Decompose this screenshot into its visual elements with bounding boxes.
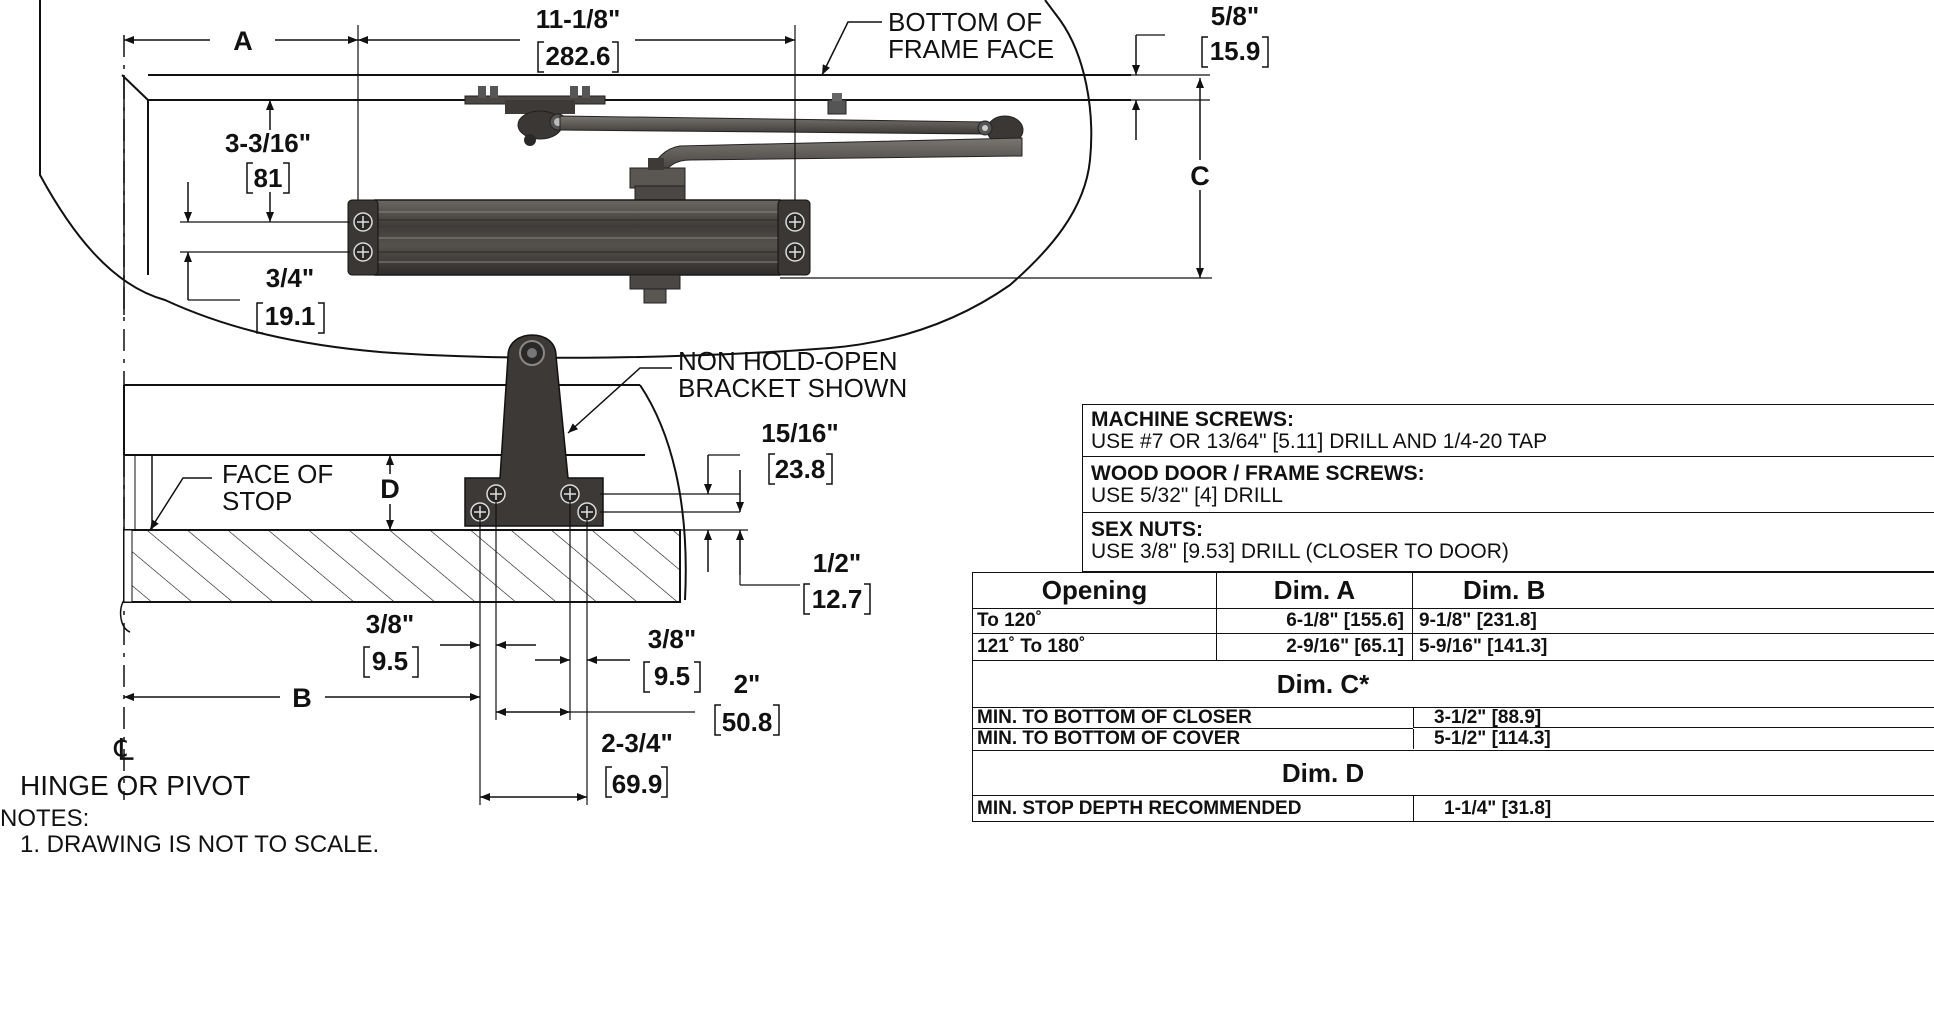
- dim-s1-inch: 3/8": [366, 609, 414, 639]
- frame-face-label-1: BOTTOM OF: [888, 7, 1042, 37]
- dim-top-inch: 5/8": [1211, 1, 1259, 31]
- dim-height-inch: 3-3/16": [225, 128, 311, 158]
- centerline-symbol: ℄: [113, 734, 134, 767]
- screw-spec-table: MACHINE SCREWS: USE #7 OR 13/64" [5.11] …: [1082, 404, 1934, 572]
- dim-b-label: B: [292, 683, 312, 713]
- dim-bracket-h-mm: 23.8: [775, 454, 826, 484]
- row1-dim-b: 9-1/8" [231.8]: [1413, 609, 1934, 634]
- rule: [973, 750, 1934, 751]
- spec-wood-text: USE 5/32" [4] DRILL: [1091, 484, 1283, 507]
- dim-a-label: A: [233, 26, 253, 56]
- dim-bolt-mm: 19.1: [265, 301, 316, 331]
- dim-d-header: Dim. D: [1281, 758, 1365, 788]
- stop-label-1: FACE OF: [222, 459, 333, 489]
- bracket-label-2: BRACKET SHOWN: [678, 373, 907, 403]
- dim-top-mm: 15.9: [1210, 36, 1261, 66]
- c-row1-value: 3-1/2" [88.9]: [1413, 708, 1934, 728]
- frame-breakout-outline: [39, 0, 1093, 359]
- bracket: [464, 334, 604, 527]
- row2-opening: 121˚ To 180˚: [973, 634, 1217, 661]
- c-row1-label: MIN. TO BOTTOM OF CLOSER: [977, 707, 1252, 728]
- dim-bracket-b-mm: 12.7: [812, 584, 863, 614]
- dim-width-inch: 11-1/8": [536, 4, 621, 34]
- spec-wood-title: WOOD DOOR / FRAME SCREWS:: [1091, 462, 1425, 485]
- row1-opening: To 120˚: [973, 609, 1217, 634]
- door-section: [123, 529, 681, 603]
- dim-d-label: D: [380, 474, 400, 504]
- c-row2-value: 5-1/2" [114.3]: [1413, 729, 1934, 749]
- dim-s2-mm: 9.5: [654, 661, 690, 691]
- rule: [973, 707, 1934, 708]
- spec-sex-text: USE 3/8" [9.53] DRILL (CLOSER TO DOOR): [1091, 540, 1509, 563]
- dim-bracket-b-inch: 1/2": [813, 548, 861, 578]
- spec-wood: WOOD DOOR / FRAME SCREWS: USE 5/32" [4] …: [1083, 457, 1934, 513]
- rule: [973, 795, 1934, 796]
- dim-height-mm: 81: [254, 163, 283, 193]
- dim-c-label: C: [1190, 161, 1210, 191]
- d-row1-label: MIN. STOP DEPTH RECOMMENDED: [977, 798, 1302, 819]
- spec-machine-title: MACHINE SCREWS:: [1091, 408, 1294, 431]
- row1-dim-a: 6-1/8" [155.6]: [1217, 609, 1413, 634]
- stop-label-2: STOP: [222, 486, 292, 516]
- closer-body: [347, 199, 811, 304]
- dim-bracket-h-inch: 15/16": [761, 418, 838, 448]
- row2-dim-b: 5-9/16" [141.3]: [1413, 634, 1934, 661]
- dim-s2-inch: 3/8": [648, 624, 696, 654]
- dim-s3-mm: 50.8: [722, 707, 773, 737]
- header-dim-b: Dim. B: [1413, 573, 1934, 609]
- dim-s4-inch: 2-3/4": [601, 728, 673, 758]
- c-row2-label: MIN. TO BOTTOM OF COVER: [977, 728, 1241, 749]
- note-1: 1. DRAWING IS NOT TO SCALE.: [20, 831, 379, 858]
- dim-width-mm: 282.6: [545, 41, 610, 71]
- dimension-table: Opening Dim. A Dim. B To 120˚ 6-1/8" [15…: [972, 572, 1934, 822]
- spec-machine: MACHINE SCREWS: USE #7 OR 13/64" [5.11] …: [1083, 405, 1934, 457]
- spec-sex-nuts: SEX NUTS: USE 3/8" [9.53] DRILL (CLOSER …: [1083, 513, 1934, 573]
- dim-bolt-inch: 3/4": [266, 263, 314, 293]
- bracket-label-1: NON HOLD-OPEN: [678, 346, 898, 376]
- dim-c-header: Dim. C*: [1276, 669, 1370, 699]
- dim-s4-mm: 69.9: [612, 769, 663, 799]
- top-view: A 11-1/8" 282.6 BOTTOM OF FRAME FACE 5/8…: [39, 0, 1269, 800]
- rule: [973, 728, 1413, 729]
- hinge-label: HINGE OR PIVOT: [20, 770, 250, 801]
- side-view: NON HOLD-OPEN BRACKET SHOWN FACE OF STOP…: [0, 334, 907, 858]
- d-row1-value: 1-1/4" [31.8]: [1413, 796, 1934, 821]
- header-dim-a: Dim. A: [1217, 573, 1413, 609]
- dim-s3-inch: 2": [734, 669, 761, 699]
- frame-face-label-2: FRAME FACE: [888, 34, 1054, 64]
- row2-dim-a: 2-9/16" [65.1]: [1217, 634, 1413, 661]
- spec-sex-title: SEX NUTS:: [1091, 518, 1204, 541]
- notes-heading: NOTES:: [0, 805, 89, 832]
- header-opening: Opening: [973, 573, 1217, 609]
- spec-machine-text: USE #7 OR 13/64" [5.11] DRILL AND 1/4-20…: [1091, 430, 1548, 453]
- dim-s1-mm: 9.5: [372, 646, 408, 676]
